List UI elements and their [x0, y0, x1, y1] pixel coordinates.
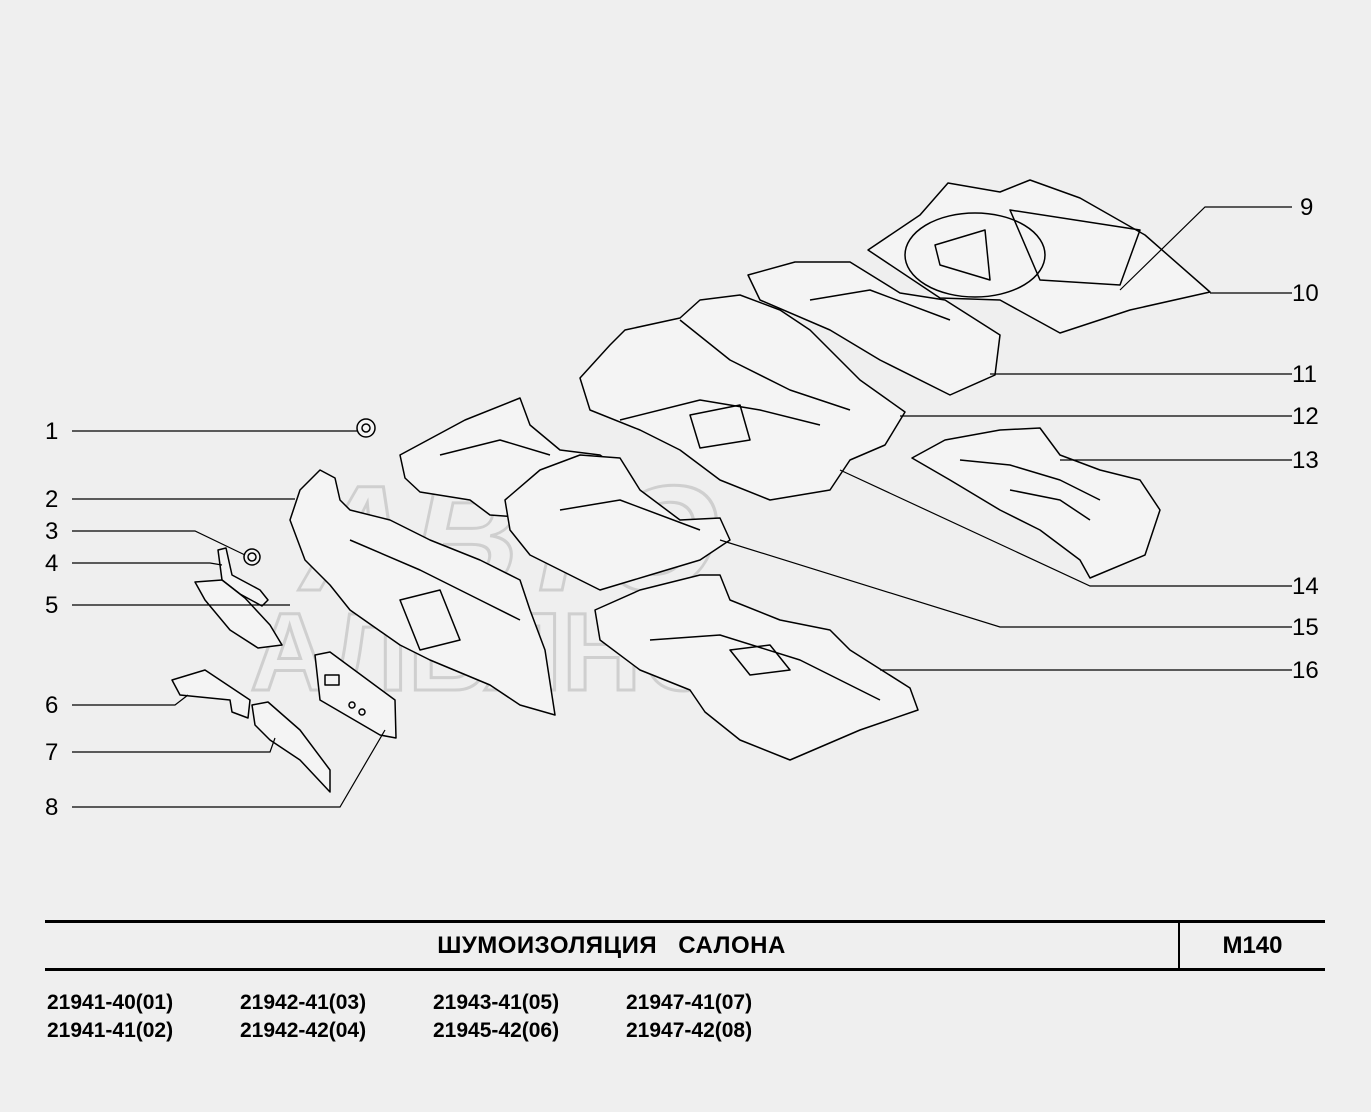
title-divider	[1178, 923, 1180, 968]
model-code: 21945-42(06)	[433, 1019, 560, 1042]
page-title: ШУМОИЗОЛЯЦИЯ САЛОНА	[437, 931, 786, 959]
part-5-side-pad	[194, 579, 283, 649]
part-1-clip	[356, 418, 376, 438]
callout-number: 13	[1292, 447, 1319, 474]
title-bar: ШУМОИЗОЛЯЦИЯ САЛОНА М140	[45, 920, 1325, 971]
section-code: М140	[1222, 931, 1283, 959]
callout-number: 2	[45, 486, 59, 513]
callout-number: 3	[45, 518, 59, 545]
part-8-plate	[314, 651, 397, 739]
part-11-floor-underlay	[747, 261, 1001, 396]
part-12-main-floor-mat	[579, 294, 906, 501]
callout-number: 10	[1292, 280, 1319, 307]
leader-lines	[72, 206, 1292, 808]
callout-number: 6	[45, 692, 59, 719]
model-code: 21942-41(03)	[240, 991, 367, 1014]
model-code: 21941-40(01)	[47, 991, 174, 1014]
part-14-tunnel-insulation	[504, 454, 731, 591]
callout-number: 12	[1292, 403, 1319, 430]
model-code: 21942-42(04)	[240, 1019, 367, 1042]
model-code: 21947-42(08)	[626, 1019, 753, 1042]
callout-number: 7	[45, 739, 59, 766]
callout-number: 4	[45, 550, 59, 577]
model-code: 21943-41(05)	[433, 991, 560, 1014]
part-16-front-right-mat	[594, 574, 919, 761]
part-6-pad	[171, 669, 251, 719]
callout-number: 9	[1300, 194, 1314, 221]
part-7-pad	[251, 701, 331, 793]
model-code: 21947-41(07)	[626, 991, 753, 1014]
part-3-grommet	[243, 548, 261, 566]
part-13-rear-seat-mat	[911, 427, 1161, 579]
model-code: 21941-41(02)	[47, 1019, 174, 1042]
part-9-rear-trunk-mat	[867, 179, 1211, 334]
callout-number: 1	[45, 418, 59, 445]
callout-number: 14	[1292, 573, 1319, 600]
callout-number: 16	[1292, 657, 1319, 684]
model-list: 21941-40(01) 21942-41(03) 21943-41(05) 2…	[47, 990, 819, 1044]
callout-number: 8	[45, 794, 59, 821]
callout-number: 15	[1292, 614, 1319, 641]
callout-number: 5	[45, 592, 59, 619]
part-2-dash-insulation	[289, 469, 556, 716]
callout-number: 11	[1292, 361, 1317, 388]
